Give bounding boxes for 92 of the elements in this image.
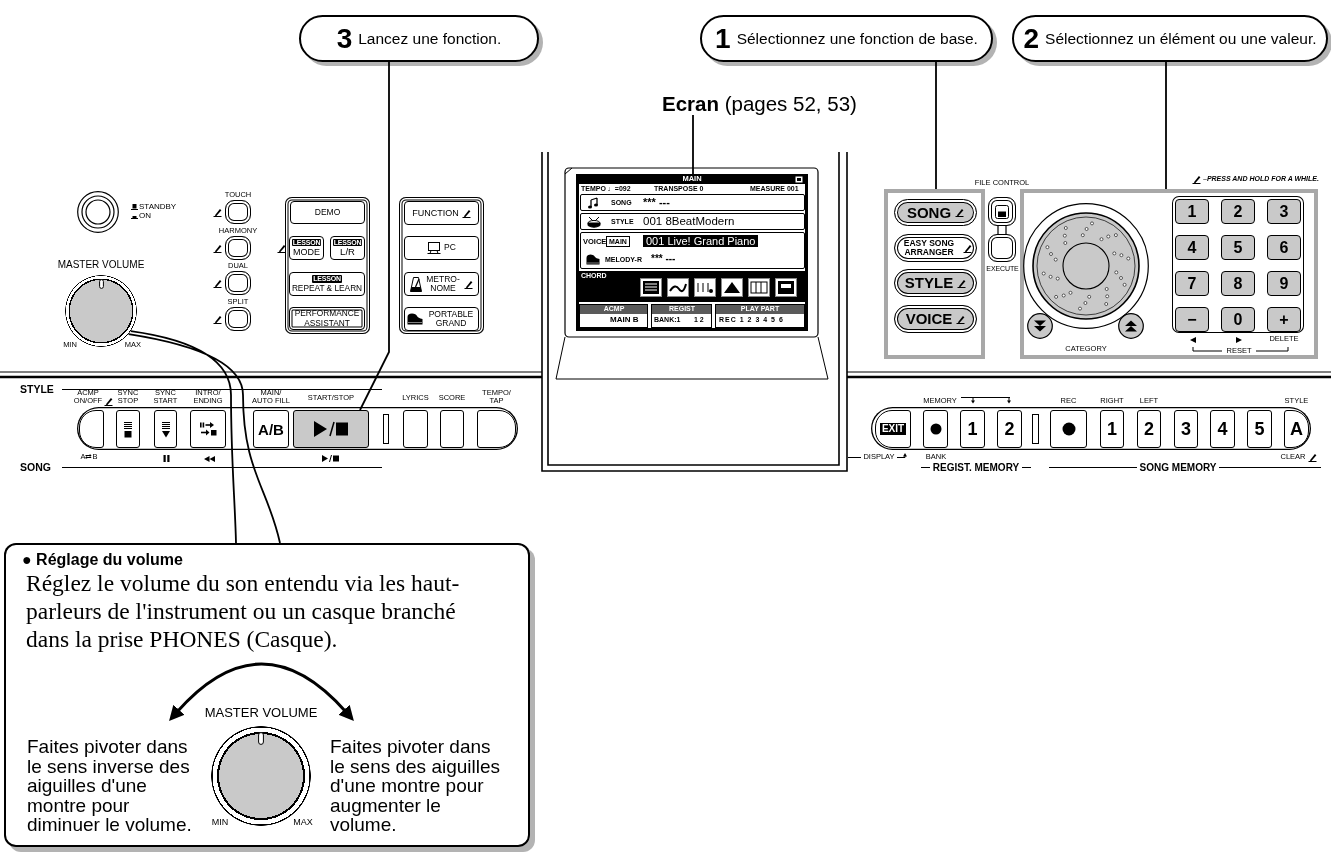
section-label: REGIST. MEMORY — [932, 462, 1020, 473]
panel-button — [79, 410, 104, 448]
panel-button: SONG — [894, 199, 977, 226]
keypad-button: 8 — [1221, 271, 1255, 296]
keypad-button: 0 — [1221, 307, 1255, 332]
keypad-button: 7 — [1175, 271, 1209, 296]
row-label: STYLE — [20, 383, 54, 395]
lcd-screen — [576, 174, 808, 331]
panel-button — [116, 410, 140, 448]
step-number: 1 — [715, 24, 731, 53]
button-group-frame — [399, 197, 484, 334]
leader-line — [1165, 61, 1167, 190]
round-button — [225, 271, 251, 295]
panel-button: 5 — [1247, 410, 1272, 448]
step-number: 2 — [1023, 24, 1040, 53]
panel-button: 3 — [1174, 410, 1198, 448]
panel-button — [154, 410, 177, 448]
switch-label: ON — [139, 211, 151, 220]
leader-line — [692, 114, 694, 175]
panel-button: 1 — [1100, 410, 1124, 448]
panel-button — [440, 410, 464, 448]
callout-heading: ● Réglage du volume — [22, 551, 183, 569]
power-button — [77, 191, 119, 233]
panel-button: 2 — [1137, 410, 1161, 448]
panel-button — [403, 410, 428, 448]
panel-button: FUNCTION — [404, 201, 479, 225]
screen-value: MAIN B — [610, 315, 639, 324]
panel-button: METRO- NOME — [404, 272, 479, 296]
keypad-button: 2 — [1221, 199, 1255, 224]
panel-button — [988, 234, 1016, 262]
status-box — [651, 304, 712, 328]
step-number: 3 — [336, 24, 353, 53]
panel-button: PORTABLE GRAND — [404, 307, 479, 331]
keypad-button: + — [1267, 307, 1301, 332]
row-label: SONG — [20, 461, 51, 473]
panel-button: STYLE — [894, 269, 977, 297]
callout-pointer — [127, 330, 281, 544]
panel-button: PC — [404, 236, 479, 260]
panel-button: 2 — [997, 410, 1022, 448]
knob-label: MASTER VOLUME — [204, 706, 318, 720]
panel-button — [293, 410, 369, 448]
leader-line — [935, 61, 937, 190]
status-box — [715, 304, 805, 328]
callout-paragraph: Réglez le volume du son entendu via les haut-parleurs de l'instrument ou un casque branché dans la prise PHONES (Casque). — [26, 569, 461, 653]
panel-button — [477, 410, 516, 448]
highlight-frame — [884, 189, 985, 359]
panel-button — [923, 410, 948, 448]
callout-text: Sélectionnez une fonction de base. — [736, 29, 978, 48]
section-label: SONG MEMORY — [1139, 462, 1217, 473]
panel-button: 4 — [1210, 410, 1235, 448]
panel-button: VOICE — [894, 305, 977, 333]
jog-dial — [1023, 203, 1149, 329]
panel-button: EASY SONG ARRANGER — [894, 234, 977, 262]
button-group-frame — [285, 197, 370, 334]
panel-button: EXIT — [875, 410, 911, 448]
keypad-button: 1 — [1175, 199, 1209, 224]
screen-value: *** --- — [643, 195, 670, 208]
keypad-button: 6 — [1267, 235, 1301, 260]
round-button — [225, 236, 251, 260]
display-row — [580, 232, 805, 269]
keypad-frame — [1172, 196, 1304, 333]
panel-button: PERFORMANCE ASSISTANT — [289, 307, 365, 330]
keypad-button: 3 — [1267, 199, 1301, 224]
panel-button — [190, 410, 226, 448]
display-row — [580, 194, 805, 211]
screen-value: *** --- — [651, 253, 676, 264]
round-button — [225, 200, 251, 224]
round-button — [225, 307, 251, 331]
callout-text: Sélectionnez un élément ou une valeur. — [1045, 29, 1317, 48]
panel-button — [988, 197, 1016, 226]
status-box — [579, 304, 648, 328]
panel-button: DEMO — [290, 201, 365, 224]
knob-label: MASTER VOLUME — [57, 259, 145, 270]
switch-label: STANDBY — [139, 202, 177, 211]
panel-button — [1050, 410, 1087, 448]
panel-button: 1 — [960, 410, 985, 448]
screen-value: 001 8BeatModern — [643, 215, 735, 228]
panel-button: A — [1284, 410, 1309, 448]
leader-line — [359, 61, 390, 411]
caption-text: Ecran (pages 52, 53) — [662, 92, 857, 115]
keypad-button: − — [1175, 307, 1209, 332]
panel-button: A/B — [253, 410, 289, 448]
display-row — [580, 213, 805, 230]
callout-text: Lancez une fonction. — [358, 29, 502, 48]
keypad-button: 4 — [1175, 235, 1209, 260]
keypad-button: 9 — [1267, 271, 1301, 296]
highlight-frame — [1020, 189, 1318, 359]
keypad-button: 5 — [1221, 235, 1255, 260]
instruction-text: Faites pivoter dans le sens inverse des aiguilles d'une montre pour diminuer le volume. — [27, 737, 193, 835]
voice-name: 001 Live! Grand Piano — [643, 235, 759, 247]
instruction-text: Faites pivoter dans le sens des aiguilles d'une montre pour augmenter le volume. — [330, 737, 502, 835]
connector-line — [997, 225, 1007, 235]
